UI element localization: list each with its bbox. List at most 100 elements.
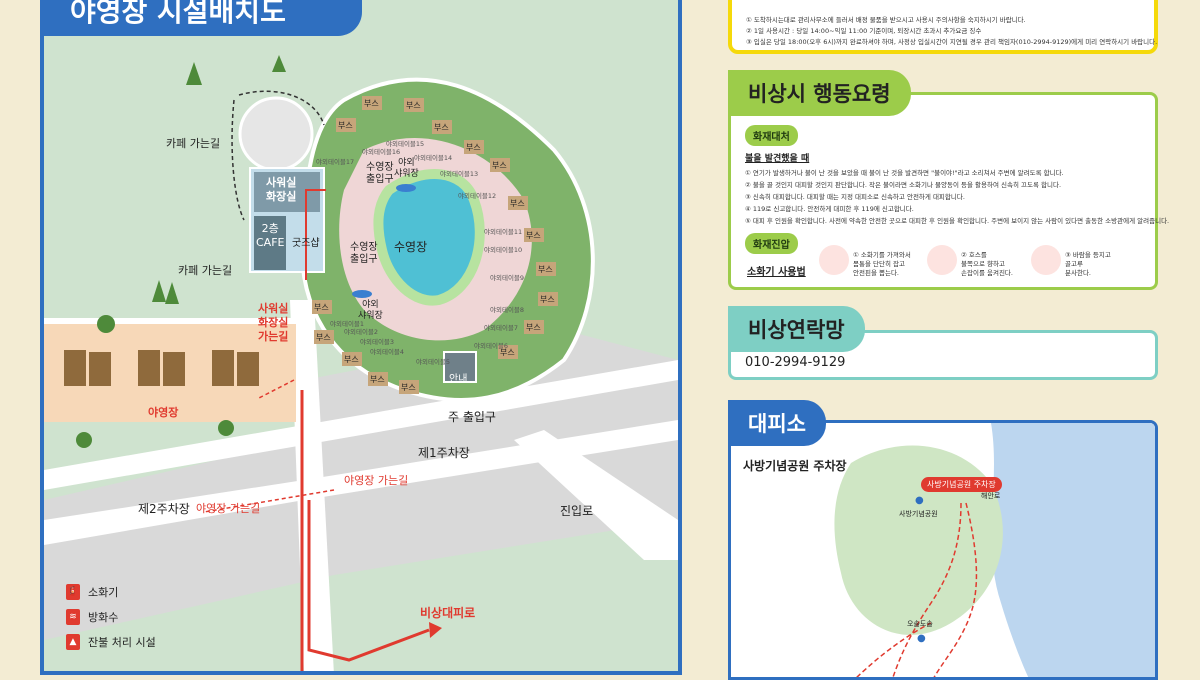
map-canvas — [44, 55, 678, 671]
main-entrance-label: 주 출입구 — [448, 410, 496, 424]
table-label: 야외테이블14 — [414, 154, 453, 162]
booth-label: 부스 — [510, 199, 525, 208]
ember-disposal-icon: ▲ — [66, 634, 80, 650]
notice-line: ③ 입실은 당일 18:00(오후 6시)까지 완료하셔야 하며, 사정상 입실… — [746, 38, 1158, 46]
shower-toilet-building — [254, 172, 320, 212]
table-label: 야외테이블10 — [484, 246, 523, 254]
route-shower — [305, 189, 326, 280]
parking-1-label: 제1주차장 — [418, 446, 470, 460]
cafe-label: 2층 CAFE — [256, 222, 285, 249]
booth-label: 부스 — [314, 303, 329, 312]
shelter-map-title: 사방기념공원 주차장 — [743, 459, 847, 473]
fire-step: ③ 신속히 대피합니다. 대피할 때는 지정 대피소로 신속하고 안전하게 대피… — [745, 193, 965, 201]
table-label: 야외테이블9 — [490, 274, 525, 282]
notice-card: ① 도착하시는대로 관리사무소에 들러서 배정 물품을 받으시고 사용시 주의사… — [728, 0, 1158, 54]
emergency-card: 화재대처 불을 발견했을 때 ① 연기가 발생하거나 불이 난 것을 보았을 때… — [728, 92, 1169, 290]
shower-top-label: 야외 샤워장 — [394, 158, 419, 179]
road — [44, 420, 678, 545]
table-label: 야외테이블6 — [474, 342, 509, 350]
booth-label: 부스 — [526, 231, 541, 240]
cafe-path — [238, 90, 325, 126]
table-label: 야외테이블11 — [484, 228, 523, 236]
ext-step-2-icon — [927, 245, 957, 275]
road-label: 해안로 — [981, 492, 1001, 500]
sea — [991, 423, 1155, 677]
cafe-building — [254, 216, 286, 270]
ext-step: ② 호스를 불쪽으로 향하고 손잡이를 움켜진다. — [961, 251, 1013, 277]
notice-line: ② 1일 사용시간 : 당일 14:00~익일 11:00 기준이며, 퇴장시간… — [746, 27, 982, 35]
booth-label: 부스 — [370, 375, 385, 384]
pool-label: 수영장 — [394, 240, 428, 254]
evac-arrow — [429, 622, 442, 638]
legend-ember: ▲ 잔불 처리 시설 — [66, 634, 156, 650]
notice-line: ① 도착하시는대로 관리사무소에 들러서 배정 물품을 받으시고 사용시 주의사… — [746, 16, 1026, 24]
trees — [76, 55, 286, 448]
pin-icon: ● — [917, 633, 926, 644]
goods-shop-label: 굿즈샵 — [292, 238, 320, 249]
campsite-label: 야영장 — [148, 406, 179, 419]
ext-step: ③ 바람을 등지고 골고루 분사한다. — [1065, 251, 1111, 277]
contact-title: 비상연락망 — [728, 306, 865, 352]
pool-entrance-left: 수영장 출입구 — [350, 242, 378, 265]
shelter-map-svg — [731, 423, 1155, 677]
info-label: 안내 — [449, 374, 468, 385]
booth-label: 부스 — [344, 355, 359, 364]
campsite-path-1: 야영장 가는길 — [344, 474, 409, 487]
legend-label: 소화기 — [88, 586, 119, 599]
entry-road-label: 진입로 — [560, 504, 594, 518]
ext-step: ① 소화기를 가져와서 몸통을 단단히 잡고 안전핀을 뽑는다. — [853, 251, 911, 277]
table-label: 야외테이블16 — [362, 148, 401, 156]
shower-toilet-label: 사워실 화장실 — [266, 176, 297, 203]
legend-fire-water: ≋ 방화수 — [66, 609, 118, 625]
pool-shape — [373, 169, 485, 306]
booth-label: 부스 — [540, 295, 555, 304]
info-building — [443, 351, 477, 383]
fire-step: ① 연기가 발생하거나 불이 난 것을 보았을 때 불이 난 것을 발견하면 "… — [745, 169, 1064, 177]
shelter-route — [892, 502, 962, 677]
emergency-title: 비상시 행동요령 — [728, 70, 911, 116]
cafe-path-2 — [231, 99, 245, 221]
fire-step: ② 불을 끌 것인지 대피할 것인지 판단합니다. 작은 불이라면 소화기나 물… — [745, 181, 1062, 189]
pin-icon: ● — [915, 495, 924, 506]
booth-label: 부스 — [316, 333, 331, 342]
shower-bottom-label: 야외 샤워장 — [358, 300, 383, 321]
when-found-label: 불을 발견했을 때 — [745, 154, 810, 164]
map-title-tab: 야영장 시설배치도 — [44, 0, 362, 36]
cafe-path-label-1: 카페 가는길 — [166, 137, 221, 150]
legend-extinguisher: 🧯 소화기 — [66, 584, 118, 600]
table-label: 야외테이블17 — [316, 158, 355, 166]
shelter-parking-tag: 사방기념공원 주차장 — [921, 477, 1002, 492]
route-evac-2 — [307, 500, 430, 662]
ext-step-1-icon — [819, 245, 849, 275]
booth-label: 부스 — [338, 121, 353, 130]
legend-label: 잔불 처리 시설 — [88, 636, 156, 649]
shelter-route-3 — [856, 622, 932, 677]
park-green — [834, 445, 1003, 635]
evac-road-label: 비상대피로 — [420, 606, 476, 620]
shelter-route-2 — [933, 502, 978, 677]
tents — [64, 350, 259, 386]
place-label: 오솔도솔 — [907, 620, 933, 628]
booth-label: 부스 — [364, 99, 379, 108]
pool-entrance-top: 수영장 출입구 — [366, 162, 394, 185]
table-label: 야외테이블15 — [386, 140, 425, 148]
shelter-title: 대피소 — [728, 400, 826, 446]
park-label: 사방기념공원 — [899, 510, 938, 518]
fire-water-icon: ≋ — [66, 609, 80, 625]
route-camp-dash-2 — [203, 489, 335, 513]
table-label: 야외테이블13 — [440, 170, 479, 178]
booth-label: 부스 — [434, 123, 449, 132]
cafe-path-label-2: 카페 가는길 — [178, 264, 233, 277]
facility-map: 야영장 시설배치도 카페 가는길 카페 가는길 사워실 화장실 2층 CAFE … — [40, 0, 682, 675]
booth-label: 부스 — [526, 323, 541, 332]
booth-label: 부스 — [401, 383, 416, 392]
fire-step: ⑤ 대피 후 인원을 확인합니다. 사전에 약속한 안전한 곳으로 대피한 후 … — [745, 217, 1170, 225]
table-label: 야외테이블4 — [370, 348, 405, 356]
booths — [312, 96, 558, 394]
suppression-pill: 화재진압 — [745, 233, 798, 254]
shower-top — [396, 184, 416, 192]
fire-response-pill: 화재대처 — [745, 125, 798, 146]
road-diagonal — [514, 430, 678, 560]
shelter-card: 사방기념공원 주차장 사방기념공원 주차장 ● 사방기념공원 해안로 ● 오솔도… — [728, 420, 1158, 680]
ext-step-3-icon — [1031, 245, 1061, 275]
